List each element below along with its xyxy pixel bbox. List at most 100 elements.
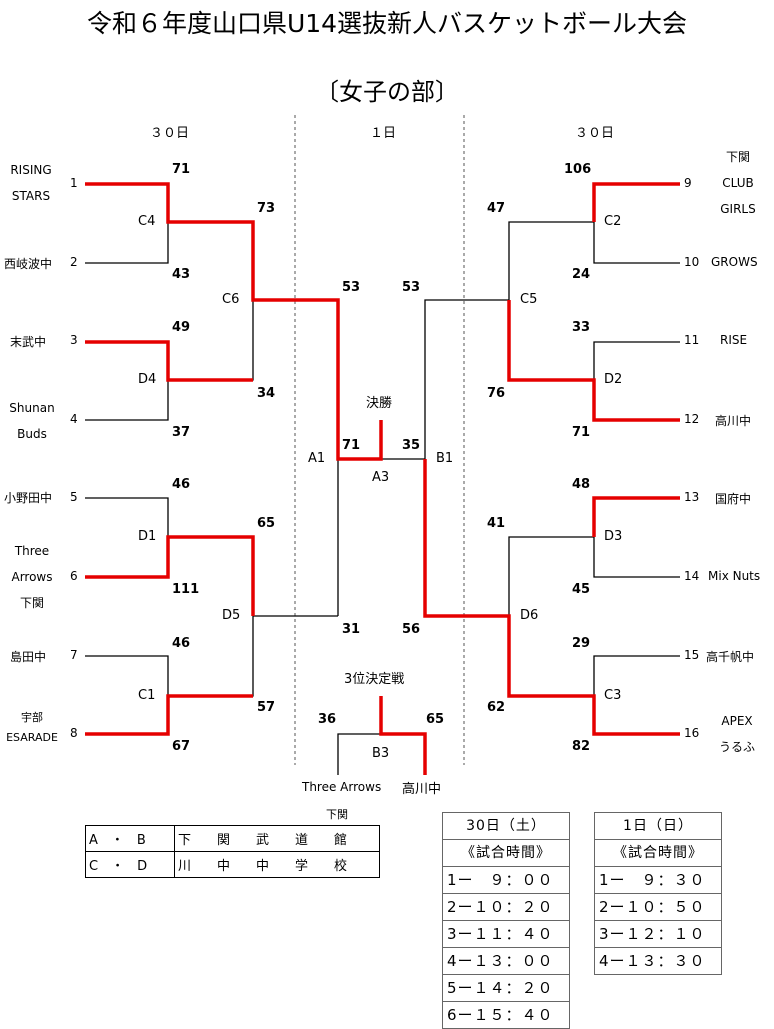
score-d1-bottom: 111 [172,582,200,597]
game-code-c5: C5 [520,292,538,307]
score-d4-top: 49 [172,320,191,335]
team-1-name: RISING STARS [2,157,60,209]
schedule-saturday: 30日（土） 《試合時間》 1ー ９：００ 2ー１０：２０ 3ー１１：４０ 4ー… [442,812,570,1029]
team-14-name: Mix Nuts [708,569,761,583]
score-a1-top: 53 [342,280,361,295]
seed-12: 12 [684,412,700,426]
score-c4-bottom: 43 [172,267,191,282]
schedule-header: 30日（土） [466,818,546,834]
game-code-d6: D6 [520,608,539,623]
schedule-row: 4ー１３：００ [443,947,569,974]
game-code-b3: B3 [372,746,390,761]
team-12-name: 高川中 [715,414,752,428]
seed-11: 11 [684,333,700,347]
venue-name: 下 関 武 道 館 [174,825,380,852]
team-16-line-1: APEX [721,714,753,728]
team-6-line-2: Arrows [11,570,53,584]
day-label-right: ３０日 [575,126,615,141]
bracket-lines-black [85,221,680,775]
score-d5-bottom: 57 [257,700,276,715]
schedule-row: 2ー１０：２０ [443,893,569,920]
game-code-a3: A3 [372,470,390,485]
schedule-subheader: 《試合時間》 [443,839,569,866]
seed-14: 14 [684,569,700,583]
schedule-row: 2ー１０：５０ [595,893,721,920]
day-label-left: ３０日 [150,126,190,141]
score-d5-top: 65 [257,516,276,531]
team-1-line-1: RISING [10,163,52,177]
venue-row: C ・ D 川 中 中 学 校 [85,851,380,878]
b3-left-team: Three Arrows [302,780,382,794]
score-b3-right: 65 [426,712,445,727]
team-9-line-3: GIRLS [720,202,756,216]
score-a3-right: 35 [402,438,421,453]
team-4-name: Shunan Buds [2,395,62,447]
team-6-line-3: 下関 [19,596,44,610]
venue-name: 川 中 中 学 校 [174,851,380,878]
schedule-row: 6ー１５：４０ [443,1001,569,1028]
schedule-header: 1日（日） [623,818,693,834]
team-6-name: Three Arrows 下関 [2,538,62,616]
team-4-line-2: Buds [17,427,47,441]
venue-row: A ・ B 下 関 武 道 館 [85,825,380,852]
score-d6-top: 41 [487,516,506,531]
line-c5-b1 [424,299,509,459]
line-d3-down [508,536,594,616]
b3-right-team: 高川中 [402,782,442,797]
score-d3-top: 48 [572,477,591,492]
winner-seed-6 [85,535,255,616]
game-code-c6: C6 [222,292,240,307]
score-a1-bottom: 31 [342,622,361,637]
score-b1-top: 53 [402,280,421,295]
game-code-c2: C2 [604,214,622,229]
score-c6-bottom: 34 [257,386,276,401]
schedule-row: 3ー１１：４０ [443,920,569,947]
team-1-line-2: STARS [11,189,51,203]
schedule-row: 5ー１４：２０ [443,974,569,1001]
score-c3-bottom: 82 [572,739,591,754]
venue-key: A ・ B [85,825,175,852]
seed-7: 7 [70,648,78,662]
page-title: 令和６年度山口県U14選抜新人バスケットボール大会 [86,9,688,38]
schedule-subheader: 《試合時間》 [595,839,721,866]
team-11-name: RISE [720,333,748,347]
score-b3-left: 36 [318,712,337,727]
seed-8: 8 [70,726,78,740]
line-c1-up [168,616,254,697]
day-label-center: １日 [370,126,397,141]
winner-seed-8 [85,694,253,736]
seed-16: 16 [684,726,700,740]
game-code-d1: D1 [138,529,157,544]
score-d6-bottom: 62 [487,700,506,715]
venue-key: C ・ D [85,851,175,878]
b3-left-sub: 下関 [326,808,348,821]
venue-table: A ・ B 下 関 武 道 館 C ・ D 川 中 中 学 校 [85,825,380,878]
line-b3-left [337,733,381,775]
winner-seed-16 [423,459,680,736]
score-d2-top: 33 [572,320,591,335]
line-c2-down [508,221,594,300]
line-seed-15 [593,655,680,696]
seed-4: 4 [70,412,78,426]
team-9-line-1: 下関 [725,150,750,164]
score-d4-bottom: 37 [172,425,191,440]
bracket-lines-winner [85,182,680,775]
line-seed-10 [593,222,680,264]
team-10-name: GROWS [711,255,758,269]
schedule-row: 1ー ９：００ [443,866,569,893]
score-d3-bottom: 45 [572,582,591,597]
winner-b3 [379,696,427,775]
team-9-name: 下関 CLUB GIRLS [708,144,768,222]
team-8-line-2: ESARADE [6,731,58,744]
team-15-name: 高千帆中 [706,650,755,664]
schedule-row: 1ー ９：３０ [595,866,721,893]
seed-15: 15 [684,648,700,662]
seed-6: 6 [70,569,78,583]
game-code-c1: C1 [138,688,156,703]
winner-seed-12 [507,300,680,422]
game-code-d2: D2 [604,372,623,387]
seed-2: 2 [70,255,78,269]
seed-1: 1 [70,176,78,190]
team-5-name: 小野田中 [4,491,53,505]
score-c5-bottom: 76 [487,386,506,401]
